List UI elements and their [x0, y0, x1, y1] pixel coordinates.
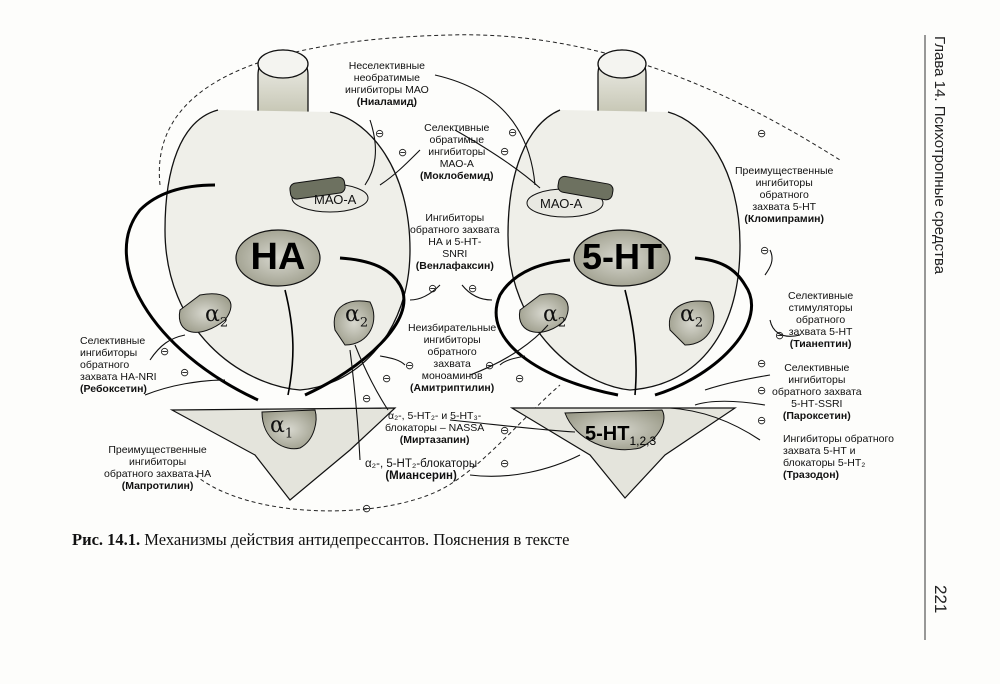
drug-name: (Тразодон): [783, 469, 840, 481]
drug-name: (Мапротилин): [121, 480, 194, 492]
reuptake-arrow-left-outer: [124, 183, 259, 402]
postsynaptic-membrane-left: [169, 407, 397, 501]
left-neuron-na: [164, 49, 411, 501]
inhibit-symbol: ⊖: [180, 366, 190, 379]
drug-name: (Венлафаксин): [415, 260, 494, 272]
right-neuron-5ht: [507, 49, 741, 499]
inhibit-symbol: ⊖: [757, 384, 767, 397]
drug-name: (Пароксетин): [782, 410, 851, 422]
inhibit-symbol: ⊖: [500, 424, 510, 437]
dashed-feedback-arc-bottom: [194, 384, 561, 512]
dashed-feedback-arc-top: [158, 34, 841, 186]
label-tianeptin: Селективные стимуляторы обратного захват…: [788, 290, 854, 350]
inhibit-symbol: ⊖: [362, 392, 372, 405]
mediator-label-5ht: 5-НТ: [582, 236, 662, 277]
inhibit-symbol: ⊖: [500, 457, 510, 470]
release-arrow-left: [284, 289, 294, 396]
label-trazodon: Ингибиторы обратного захвата 5-НТ и блок…: [783, 433, 894, 481]
alpha2-receptor-left-b: α2: [345, 302, 369, 331]
label-paroxetin: Селективные ингибиторы обратного захвата…: [772, 362, 862, 422]
mediator-ellipse-5ht: [573, 229, 671, 287]
postsynaptic-membrane-right: [509, 407, 737, 499]
inhibit-symbol: ⊖: [515, 372, 525, 385]
inhibit-symbol: ⊖: [757, 357, 767, 370]
inhibit-symbol: ⊖: [405, 359, 415, 372]
drug-name: (Амитриптилин): [410, 382, 495, 394]
running-head: Глава 14. Психотропные средства: [931, 36, 948, 275]
page-number: 221: [931, 585, 950, 614]
inhibit-symbol: ⊖: [382, 372, 392, 385]
inhibit-symbol: ⊖: [428, 282, 438, 295]
label-moclobemid: Селективные обратимые ингибиторы МАО-А (…: [420, 122, 494, 182]
alpha1-receptor: α1: [270, 413, 294, 442]
label-venlafaxin: Ингибиторы обратного захвата НА и 5-НТ- …: [410, 212, 500, 272]
label-maprotilin: Преимущественные ингибиторы обратного за…: [104, 444, 212, 492]
inhibit-symbol: ⊖: [375, 127, 385, 140]
drug-name: (Миртазапин): [399, 434, 470, 446]
inhibit-symbol: ⊖: [760, 244, 770, 257]
drug-name: (Миансерин): [385, 470, 457, 482]
release-arrow-right: [624, 289, 637, 396]
drug-name: (Кломипрамин): [744, 213, 824, 225]
mediator-label-na: НА: [250, 236, 306, 278]
figure-caption: Рис. 14.1. Механизмы действия антидепрес…: [72, 530, 569, 550]
alpha2-receptor-right-a: α2: [543, 302, 567, 331]
label-mianserin: α₂-, 5-НТ₂-блокаторы (Миансерин): [365, 458, 478, 482]
mediator-ellipse-na: [235, 229, 321, 287]
alpha2-receptor-left-a: α2: [205, 302, 229, 331]
inhibit-symbol: ⊖: [160, 345, 170, 358]
reuptake-arrow-right-inner: [654, 256, 753, 397]
drug-name: (Моклобемид): [420, 170, 494, 182]
inhibit-symbol: ⊖: [757, 127, 767, 140]
inhibit-symbol: ⊖: [362, 502, 372, 515]
caption-text: Механизмы действия антидепрессантов. Поя…: [140, 530, 570, 549]
inhibit-symbol: ⊖: [398, 146, 408, 159]
5ht-receptor-label: 5-НТ1,2,3: [585, 423, 657, 448]
inhibit-symbol: ⊖: [468, 282, 478, 295]
drug-name: (Ребоксетин): [80, 383, 147, 395]
label-clomipramin: Преимущественные ингибиторы обратного за…: [735, 165, 834, 225]
inhibit-symbol: ⊖: [485, 359, 495, 372]
drug-name: (Тианептин): [789, 338, 852, 350]
inhibit-symbol: ⊖: [757, 414, 767, 427]
inhibit-symbol: ⊖: [500, 145, 510, 158]
inhibit-symbol: ⊖: [775, 329, 785, 342]
drug-name: (Ниаламид): [356, 96, 418, 108]
label-reboxetin: Селективные ингибиторы обратного захвата…: [80, 335, 157, 395]
label-nialamid: Неселективные необратимые ингибиторы МАО…: [345, 60, 429, 108]
mao-a-label-left: МАО-А: [314, 192, 357, 207]
label-amitriptylin: Неизбирательные ингибиторы обратного зах…: [408, 322, 497, 394]
inhibit-symbol: ⊖: [508, 126, 518, 139]
reuptake-arrow-right-outer: [494, 258, 619, 397]
mao-a-label-right: МАО-А: [540, 196, 583, 211]
label-mirtazapin: α₂-, 5-НТ₂- и 5-НТ₃- блокаторы – NASSA (…: [385, 410, 485, 446]
figure-number: Рис. 14.1.: [72, 530, 141, 549]
reuptake-arrow-left-inner: [304, 256, 406, 397]
alpha2-receptor-right-b: α2: [680, 302, 704, 331]
